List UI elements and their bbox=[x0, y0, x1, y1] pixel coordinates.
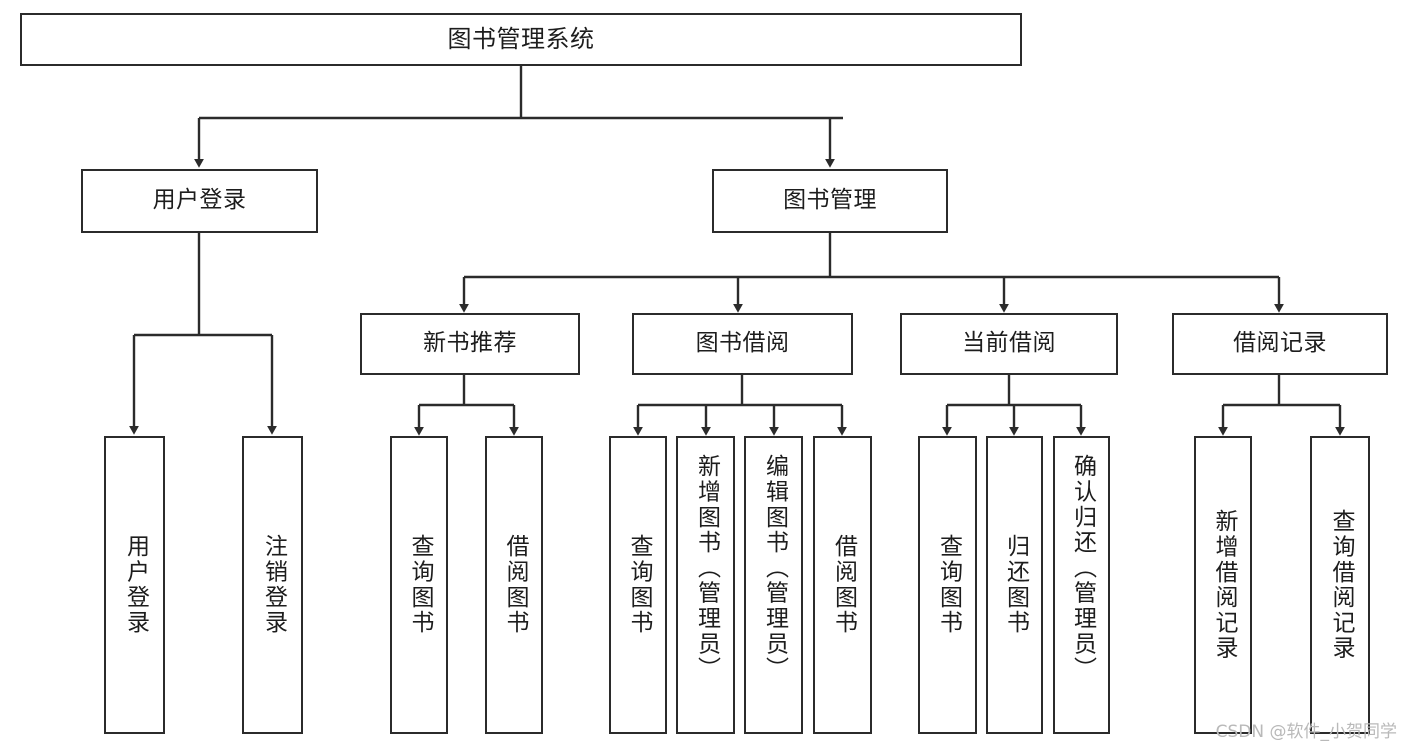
node-label: 图书管理系统 bbox=[447, 25, 595, 54]
node-label: 查询图书 bbox=[935, 534, 962, 636]
node-label: 编辑图书（管理员） bbox=[761, 454, 788, 682]
node-current-borrowing[interactable]: 当前借阅 bbox=[900, 313, 1118, 375]
leaf-query-book-new-recommendation[interactable]: 查询图书 bbox=[390, 436, 448, 734]
node-label: 用户登录 bbox=[122, 534, 149, 636]
node-label: 图书管理 bbox=[783, 187, 877, 214]
leaf-borrow-book-borrowing[interactable]: 借阅图书 bbox=[813, 436, 872, 734]
leaf-user-login[interactable]: 用户登录 bbox=[104, 436, 165, 734]
node-label: 查询图书 bbox=[625, 534, 652, 636]
node-book-borrowing[interactable]: 图书借阅 bbox=[632, 313, 853, 375]
csdn-watermark: CSDN @软件_小贺同学 bbox=[1215, 722, 1397, 742]
leaf-confirm-return-admin[interactable]: 确认归还（管理员） bbox=[1053, 436, 1110, 734]
node-label: 查询图书 bbox=[406, 534, 433, 636]
node-root-book-management-system[interactable]: 图书管理系统 bbox=[20, 13, 1022, 66]
node-label: 图书借阅 bbox=[695, 330, 790, 357]
leaf-query-book-current-borrowing[interactable]: 查询图书 bbox=[918, 436, 977, 734]
leaf-query-book-borrowing[interactable]: 查询图书 bbox=[609, 436, 667, 734]
leaf-add-book-admin[interactable]: 新增图书（管理员） bbox=[676, 436, 735, 734]
node-new-book-recommendation[interactable]: 新书推荐 bbox=[360, 313, 580, 375]
node-label: 新书推荐 bbox=[423, 330, 517, 357]
node-label: 归还图书 bbox=[1002, 534, 1029, 636]
node-label: 借阅图书 bbox=[830, 534, 857, 636]
leaf-add-borrowing-record[interactable]: 新增借阅记录 bbox=[1194, 436, 1252, 734]
node-label: 当前借阅 bbox=[962, 330, 1056, 357]
node-label: 确认归还（管理员） bbox=[1069, 454, 1096, 682]
node-label: 注销登录 bbox=[260, 534, 287, 636]
node-user-login[interactable]: 用户登录 bbox=[81, 169, 318, 233]
leaf-return-book[interactable]: 归还图书 bbox=[986, 436, 1043, 734]
node-book-management[interactable]: 图书管理 bbox=[712, 169, 948, 233]
node-label: 新增借阅记录 bbox=[1210, 509, 1237, 661]
leaf-borrow-book-new-recommendation[interactable]: 借阅图书 bbox=[485, 436, 543, 734]
node-borrowing-record[interactable]: 借阅记录 bbox=[1172, 313, 1388, 375]
leaf-query-borrowing-record[interactable]: 查询借阅记录 bbox=[1310, 436, 1370, 734]
node-label: 查询借阅记录 bbox=[1327, 509, 1354, 661]
node-label: 借阅图书 bbox=[501, 534, 528, 636]
node-label: 新增图书（管理员） bbox=[693, 454, 720, 682]
node-label: 借阅记录 bbox=[1233, 330, 1327, 357]
leaf-logout[interactable]: 注销登录 bbox=[242, 436, 303, 734]
node-label: 用户登录 bbox=[152, 187, 247, 214]
leaf-edit-book-admin[interactable]: 编辑图书（管理员） bbox=[744, 436, 803, 734]
